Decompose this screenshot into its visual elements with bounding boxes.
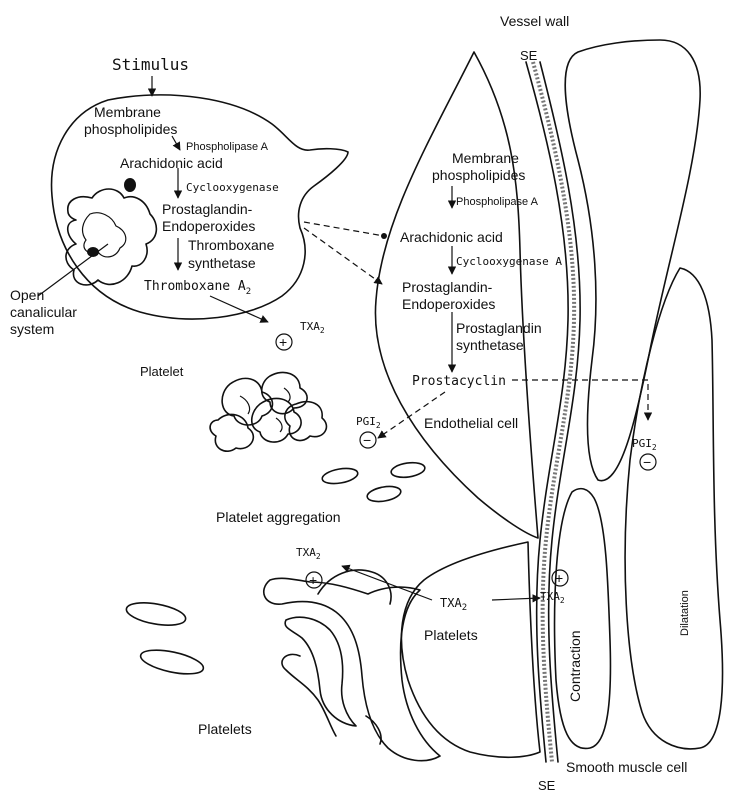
endo-pg: Prostaglandin: [456, 320, 542, 336]
txa2-label: TXA2: [440, 596, 467, 613]
platelet-disc: [125, 599, 188, 629]
platelet-label: Platelet: [140, 364, 184, 379]
platelet-endoperoxides: Endoperoxides: [162, 218, 255, 234]
smooth-muscle-cell: [555, 489, 611, 749]
endo-phospholipides: phospholipides: [432, 167, 525, 183]
system-label: system: [10, 321, 54, 337]
platelet-disc: [390, 461, 426, 480]
platelet-thromboxane: Thromboxane: [188, 237, 275, 253]
plus-sign: +: [309, 572, 317, 588]
txa2-label: TXA2: [300, 320, 325, 335]
endo-prostacyclin: Prostacyclin: [412, 374, 506, 389]
endo-membrane: Membrane: [452, 150, 519, 166]
pgi2-label: PGI2: [632, 437, 657, 452]
se-label-top: SE: [520, 48, 538, 63]
pgi2-label: PGI2: [356, 415, 381, 430]
platelet-membrane: Membrane: [94, 104, 161, 120]
stimulus-label: Stimulus: [112, 55, 189, 74]
platelets-left-label: Platelets: [198, 721, 252, 737]
adherent-platelets: [401, 542, 540, 757]
platelet-aggregate: [210, 372, 326, 451]
platelet-disc: [321, 466, 359, 486]
se-label-bottom: SE: [538, 778, 556, 793]
vessel-wall-label: Vessel wall: [500, 13, 569, 29]
minus-sign: −: [363, 432, 371, 448]
platelet-prostaglandin: Prostaglandin-: [162, 201, 253, 217]
platelet-aggregation-label: Platelet aggregation: [216, 509, 341, 525]
txa2-label: TXA2: [296, 546, 321, 561]
endo-phospholipase: Phospholipase A: [456, 196, 539, 208]
endo-cyclooxygenase: Cyclooxygenase A: [456, 255, 562, 268]
smooth-muscle-cell: [565, 40, 700, 481]
platelet-phospholipase: Phospholipase A: [186, 141, 269, 153]
contraction-label: Contraction: [567, 630, 583, 702]
smooth-muscle-cell: [625, 268, 722, 749]
dense-granule: [124, 178, 136, 192]
minus-sign: −: [643, 454, 651, 470]
plus-sign: +: [555, 570, 563, 586]
platelet-cyclooxygenase: Cyclooxygenase: [186, 181, 279, 194]
platelet-thromboxane-a2: Thromboxane A2: [144, 279, 251, 297]
plus-sign: +: [279, 334, 287, 350]
txa2-label: TXA2: [540, 590, 565, 605]
smooth-muscle-cell-label: Smooth muscle cell: [566, 759, 687, 775]
platelet-disc: [366, 484, 402, 504]
platelet-disc: [139, 646, 206, 679]
platelet-phospholipides: phospholipides: [84, 121, 177, 137]
open-label: Open: [10, 287, 44, 303]
platelet-synthetase: synthetase: [188, 255, 256, 271]
endo-arachidonic: Arachidonic acid: [400, 229, 503, 245]
platelet-arachidonic: Arachidonic acid: [120, 155, 223, 171]
platelets-center-label: Platelets: [424, 627, 478, 643]
dilatation-label: Dilatation: [679, 590, 691, 636]
endo-endoperoxides: Endoperoxides: [402, 296, 495, 312]
endo-synthetase: synthetase: [456, 337, 524, 353]
canalicular-label: canalicular: [10, 304, 77, 320]
endo-prostaglandin: Prostaglandin-: [402, 279, 493, 295]
endothelial-cell-label: Endothelial cell: [424, 415, 518, 431]
adherent-platelets: [264, 578, 440, 760]
